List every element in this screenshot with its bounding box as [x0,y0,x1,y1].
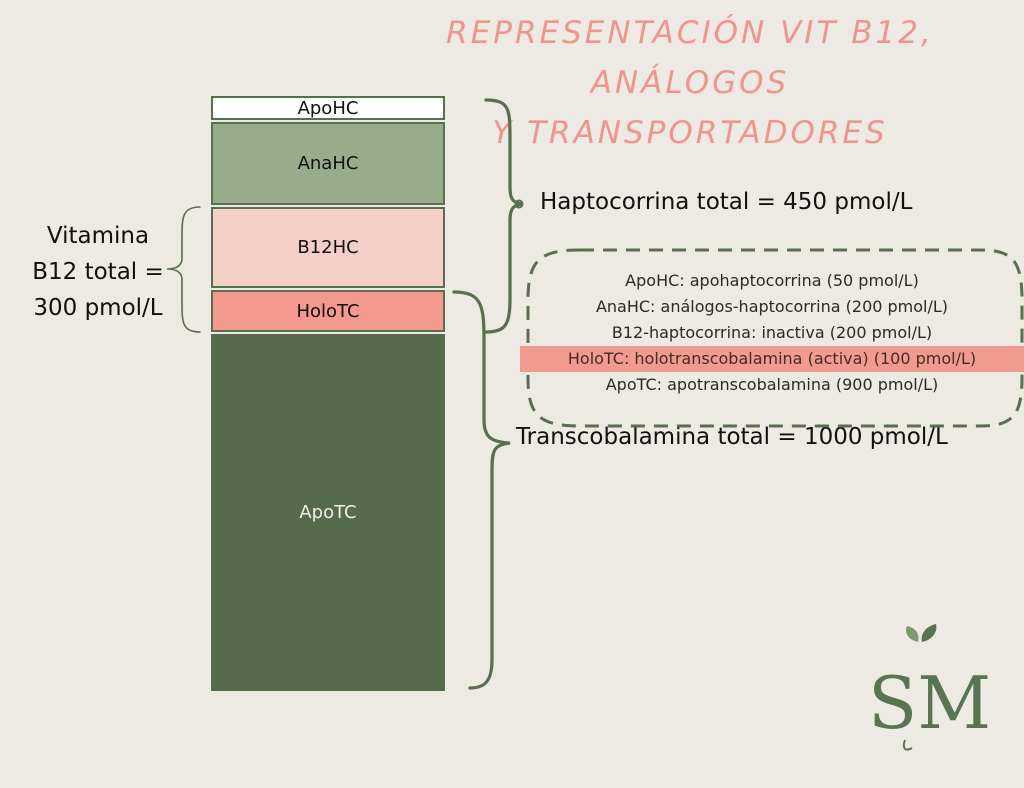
vitamina-line-3: 300 pmol/L [33,295,163,321]
legend-item-b12hc: B12-haptocorrina: inactiva (200 pmol/L) [611,323,933,342]
vitamina-b12-total-label: Vitamina B12 total = 300 pmol/L [18,218,178,326]
sm-logo: SM [868,624,991,751]
segment-apohc: ApoHC [211,96,445,120]
segment-apohc-label: ApoHC [297,97,359,119]
segment-apotc: ApoTC [211,334,445,691]
vitamina-brace [166,206,201,333]
segment-apotc-label: ApoTC [299,502,357,523]
legend-item-holotc: HoloTC: holotranscobalamina (activa) (10… [520,346,1024,372]
title-line-1: REPRESENTACIÓN VIT B12, ANÁLOGOS [446,15,934,101]
legend-dashed-box [526,248,1024,428]
segment-holotc: HoloTC [211,290,445,332]
segment-anahc: AnaHC [211,122,445,205]
segment-b12hc-label: B12HC [297,237,359,258]
legend-item-anahc: AnaHC: análogos-haptocorrina (200 pmol/L… [595,297,949,316]
haptocorrina-total-label: Haptocorrina total = 450 pmol/L [540,189,913,215]
legend-list: ApoHC: apohaptocorrina (50 pmol/L) AnaHC… [520,268,1024,398]
legend-item-apotc: ApoTC: apotranscobalamina (900 pmol/L) [605,375,939,394]
haptocorrina-brace [484,98,523,334]
title-line-2: Y TRANSPORTADORES [492,115,888,151]
logo-text: SM [868,661,991,745]
segment-holotc-label: HoloTC [296,300,360,322]
legend-item-apohc: ApoHC: apohaptocorrina (50 pmol/L) [625,271,919,290]
vitamina-line-2: B12 total = [32,259,164,285]
segment-b12hc: B12HC [211,207,445,288]
transcobalamina-total-label: Transcobalamina total = 1000 pmol/L [516,424,948,450]
segment-anahc-label: AnaHC [297,153,359,174]
transcobalamina-brace [452,290,511,690]
vitamina-line-1: Vitamina [46,223,150,249]
diagram-title: REPRESENTACIÓN VIT B12, ANÁLOGOS Y TRANS… [365,8,1015,158]
